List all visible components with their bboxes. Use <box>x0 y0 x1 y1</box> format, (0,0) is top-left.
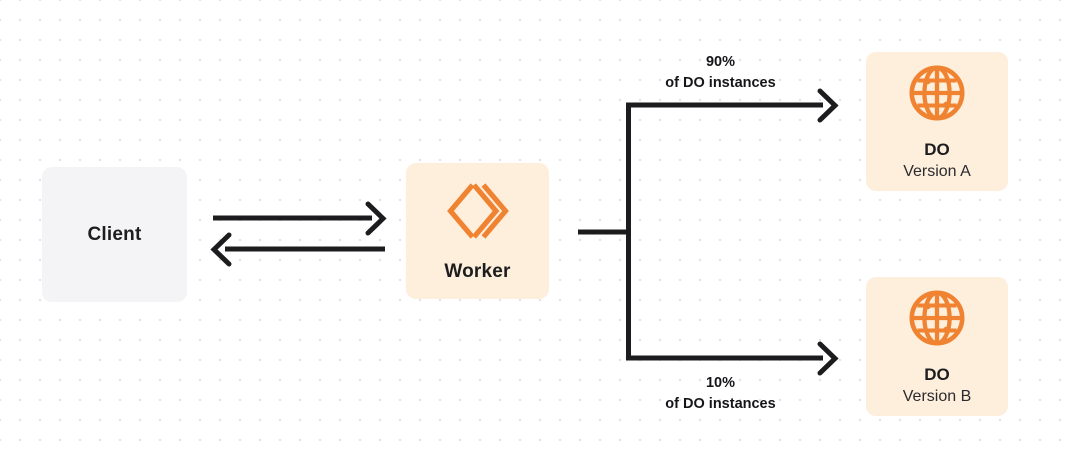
node-worker[interactable]: Worker <box>406 163 549 299</box>
node-client-label: Client <box>87 223 142 245</box>
edge-to-do-version-a <box>626 88 839 123</box>
edge-client-to-worker <box>213 201 387 236</box>
node-do-version-b-label: DO <box>924 365 950 385</box>
edge-worker-to-client <box>210 232 385 267</box>
node-do-version-b-sublabel: Version B <box>902 387 972 405</box>
edge-label-bottom-description: of DO instances <box>665 396 776 413</box>
edge-label-top-description: of DO instances <box>665 75 776 92</box>
node-do-version-a-sublabel: Version A <box>903 162 971 180</box>
edge-worker-split-bracket <box>578 102 631 359</box>
node-client[interactable]: Client <box>42 167 187 302</box>
node-do-version-a-label: DO <box>924 140 950 160</box>
globe-icon <box>908 289 966 352</box>
edge-label-bottom: 10% of DO instances <box>598 373 843 415</box>
cloudflare-workers-icon <box>446 182 509 245</box>
node-do-version-a[interactable]: DO Version A <box>866 52 1008 191</box>
node-do-version-b[interactable]: DO Version B <box>866 277 1008 416</box>
node-worker-label: Worker <box>444 260 511 282</box>
edge-label-top: 90% of DO instances <box>598 52 843 94</box>
edge-label-bottom-percent: 10% <box>705 375 736 391</box>
globe-icon <box>908 64 966 127</box>
edge-to-do-version-b <box>626 341 839 376</box>
edge-label-top-percent: 90% <box>705 54 736 70</box>
